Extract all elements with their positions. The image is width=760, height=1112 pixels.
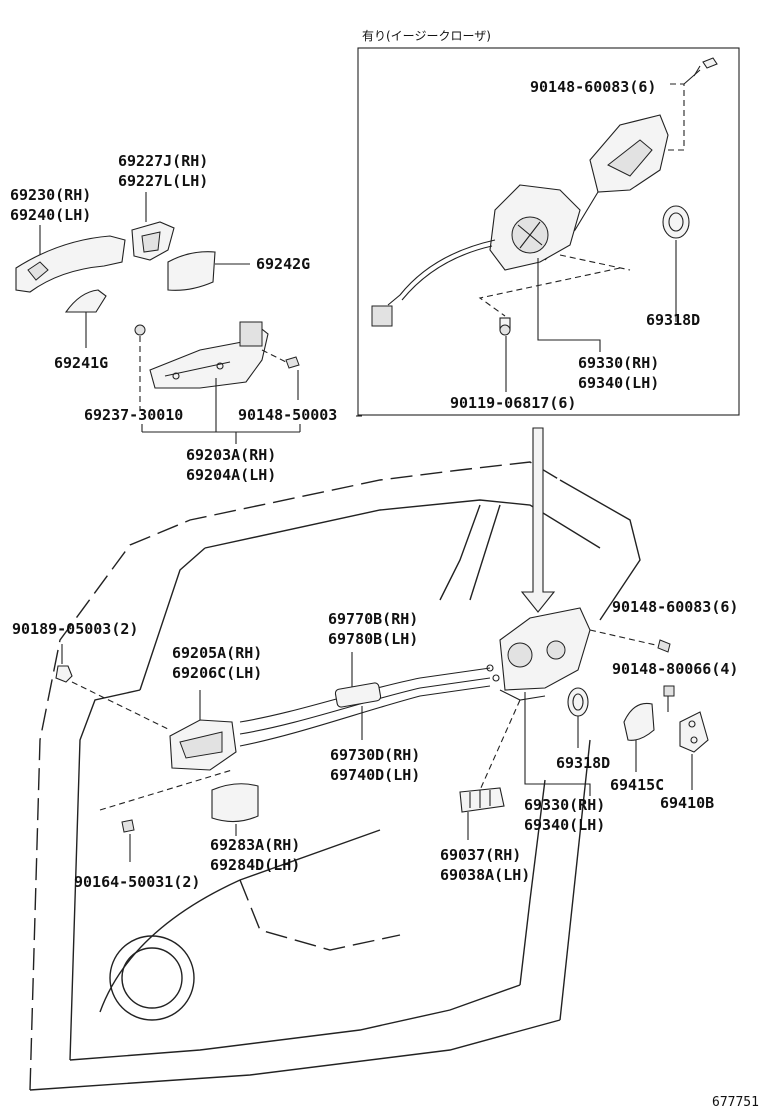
label-69242G: 69242G (256, 255, 310, 273)
lock-bracket-icon (459, 787, 505, 813)
screw-icon (261, 349, 300, 369)
label-69227J: 69227J(RH) (118, 152, 208, 170)
label-69410B: 69410B (660, 794, 714, 812)
label-69206C: 69206C(LH) (172, 664, 262, 682)
seal-ring-icon (662, 205, 690, 239)
door-lock-assembly-icon (499, 607, 591, 701)
label-69330: 69330(RH) (524, 796, 605, 814)
bolt-icon (657, 639, 671, 653)
label-69780B: 69780B(LH) (328, 630, 418, 648)
label-69284D: 69284D(LH) (210, 856, 300, 874)
label-69227L: 69227L(LH) (118, 172, 208, 190)
screw-icon (55, 665, 73, 683)
label-69340-lh-inset: 69340(LH) (578, 374, 659, 392)
label-90189-05003: 90189-05003(2) (12, 620, 138, 638)
label-69230: 69230(RH) (10, 186, 91, 204)
label-69038A: 69038A(LH) (440, 866, 530, 884)
label-69415C: 69415C (610, 776, 664, 794)
easy-closer-inset: 有り(イージークローザ) 90148-60083(6) 69318D (357, 29, 740, 416)
label-69330-rh-inset: 69330(RH) (578, 354, 659, 372)
label-90148-50003: 90148-50003 (238, 406, 337, 424)
label-69730D: 69730D(RH) (330, 746, 420, 764)
handle-pad-icon (64, 289, 107, 313)
gasket-icon (134, 324, 146, 336)
label-90119-06817-inset: 90119-06817(6) (450, 394, 576, 412)
lower-assembly: 90189-05003(2) 69770B(RH) 69780B(LH) 692… (12, 598, 738, 891)
label-69241G: 69241G (54, 354, 108, 372)
label-69318D: 69318D (556, 754, 610, 772)
label-69340: 69340(LH) (524, 816, 605, 834)
label-90148-60083: 90148-60083(6) (612, 598, 738, 616)
striker-cover-icon (623, 702, 655, 741)
rear-door-outline (29, 461, 641, 1091)
inset-title: 有り(イージークローザ) (362, 29, 491, 43)
handle-frame-icon (149, 321, 269, 389)
label-69037: 69037(RH) (440, 846, 521, 864)
door-striker-icon (679, 711, 709, 753)
inset-frame (357, 47, 740, 416)
arrow-down-icon (520, 427, 556, 613)
label-90148-80066: 90148-80066(4) (612, 660, 738, 678)
image-number: 677751 (712, 1095, 759, 1110)
handle-trim-icon (167, 251, 216, 291)
door-closer-actuator-icon (371, 114, 669, 327)
label-90148-60083-inset: 90148-60083(6) (530, 78, 656, 96)
label-69237-30010: 69237-30010 (84, 406, 183, 424)
label-69240: 69240(LH) (10, 206, 91, 224)
label-69204A: 69204A(LH) (186, 466, 276, 484)
door-handle-icon (15, 235, 126, 293)
screw-icon (121, 819, 135, 833)
inside-handle-icon (169, 719, 237, 771)
bolt-icon (693, 57, 718, 77)
label-69770B: 69770B(RH) (328, 610, 418, 628)
outside-handle-group: 69227J(RH) 69227L(LH) 69230(RH) 69240(LH… (10, 152, 337, 484)
label-69203A: 69203A(RH) (186, 446, 276, 464)
cable-icon (239, 664, 500, 747)
screw-icon (663, 685, 675, 697)
label-69740D: 69740D(LH) (330, 766, 420, 784)
screw-icon (499, 317, 511, 336)
label-69283A: 69283A(RH) (210, 836, 300, 854)
label-69205A: 69205A(RH) (172, 644, 262, 662)
seal-ring-icon (567, 687, 589, 717)
label-90164-50031: 90164-50031(2) (74, 873, 200, 891)
label-69318D-inset: 69318D (646, 311, 700, 329)
inside-handle-pad-icon (211, 783, 259, 823)
